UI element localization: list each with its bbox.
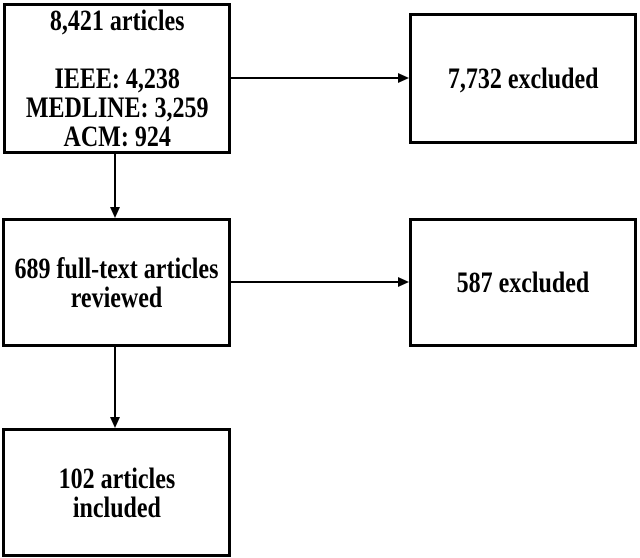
arrow-identified-to-excluded-line xyxy=(231,77,398,79)
box-articles-identified: 8,421 articles IEEE: 4,238 MEDLINE: 3,25… xyxy=(3,3,231,154)
box-excluded-full-text: 587 excluded xyxy=(409,218,637,347)
box-excluded-screening: 7,732 excluded xyxy=(409,13,637,144)
box-articles-included-text: 102 articles included xyxy=(58,461,175,524)
arrow-fulltext-to-included-line xyxy=(114,347,116,417)
arrow-identified-to-fulltext-line xyxy=(114,154,116,207)
arrow-identified-to-fulltext-head-icon xyxy=(110,207,120,218)
box-full-text-reviewed: 689 full-text articles reviewed xyxy=(2,218,231,347)
box-excluded-full-text-text: 587 excluded xyxy=(456,266,590,299)
arrow-fulltext-to-excluded-line xyxy=(231,281,398,283)
box-articles-included: 102 articles included xyxy=(2,428,231,557)
arrow-fulltext-to-excluded-head-icon xyxy=(398,277,409,287)
arrow-fulltext-to-included-head-icon xyxy=(110,417,120,428)
arrow-identified-to-excluded-head-icon xyxy=(398,73,409,83)
box-articles-identified-text: 8,421 articles IEEE: 4,238 MEDLINE: 3,25… xyxy=(25,4,209,153)
box-full-text-reviewed-text: 689 full-text articles reviewed xyxy=(14,251,219,314)
box-excluded-screening-text: 7,732 excluded xyxy=(447,62,599,95)
